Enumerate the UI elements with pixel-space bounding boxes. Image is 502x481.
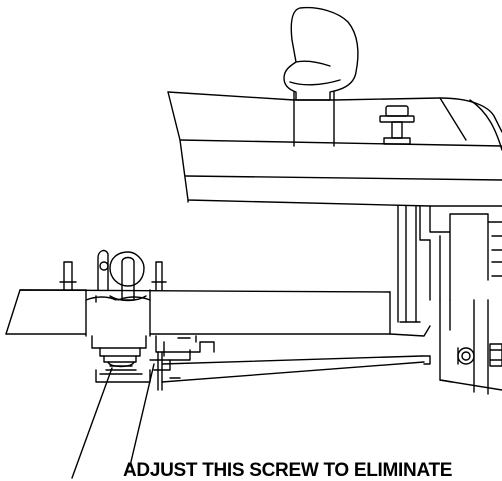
right-side-assembly bbox=[429, 205, 502, 395]
adjust-screw-callout: ADJUST THIS SCREW TO ELIMINATE bbox=[123, 460, 502, 481]
clamp-hardware bbox=[59, 249, 167, 337]
lower-bed bbox=[5, 289, 431, 337]
linkage-arm bbox=[161, 355, 431, 383]
vertical-column bbox=[397, 205, 431, 323]
upper-housing bbox=[167, 91, 502, 207]
callout-text: ADJUST THIS SCREW TO ELIMINATE bbox=[123, 460, 453, 481]
callout-leader-lines bbox=[71, 363, 155, 479]
top-handle bbox=[283, 6, 359, 101]
housing-knob bbox=[379, 105, 415, 145]
main-shaft bbox=[293, 91, 335, 147]
